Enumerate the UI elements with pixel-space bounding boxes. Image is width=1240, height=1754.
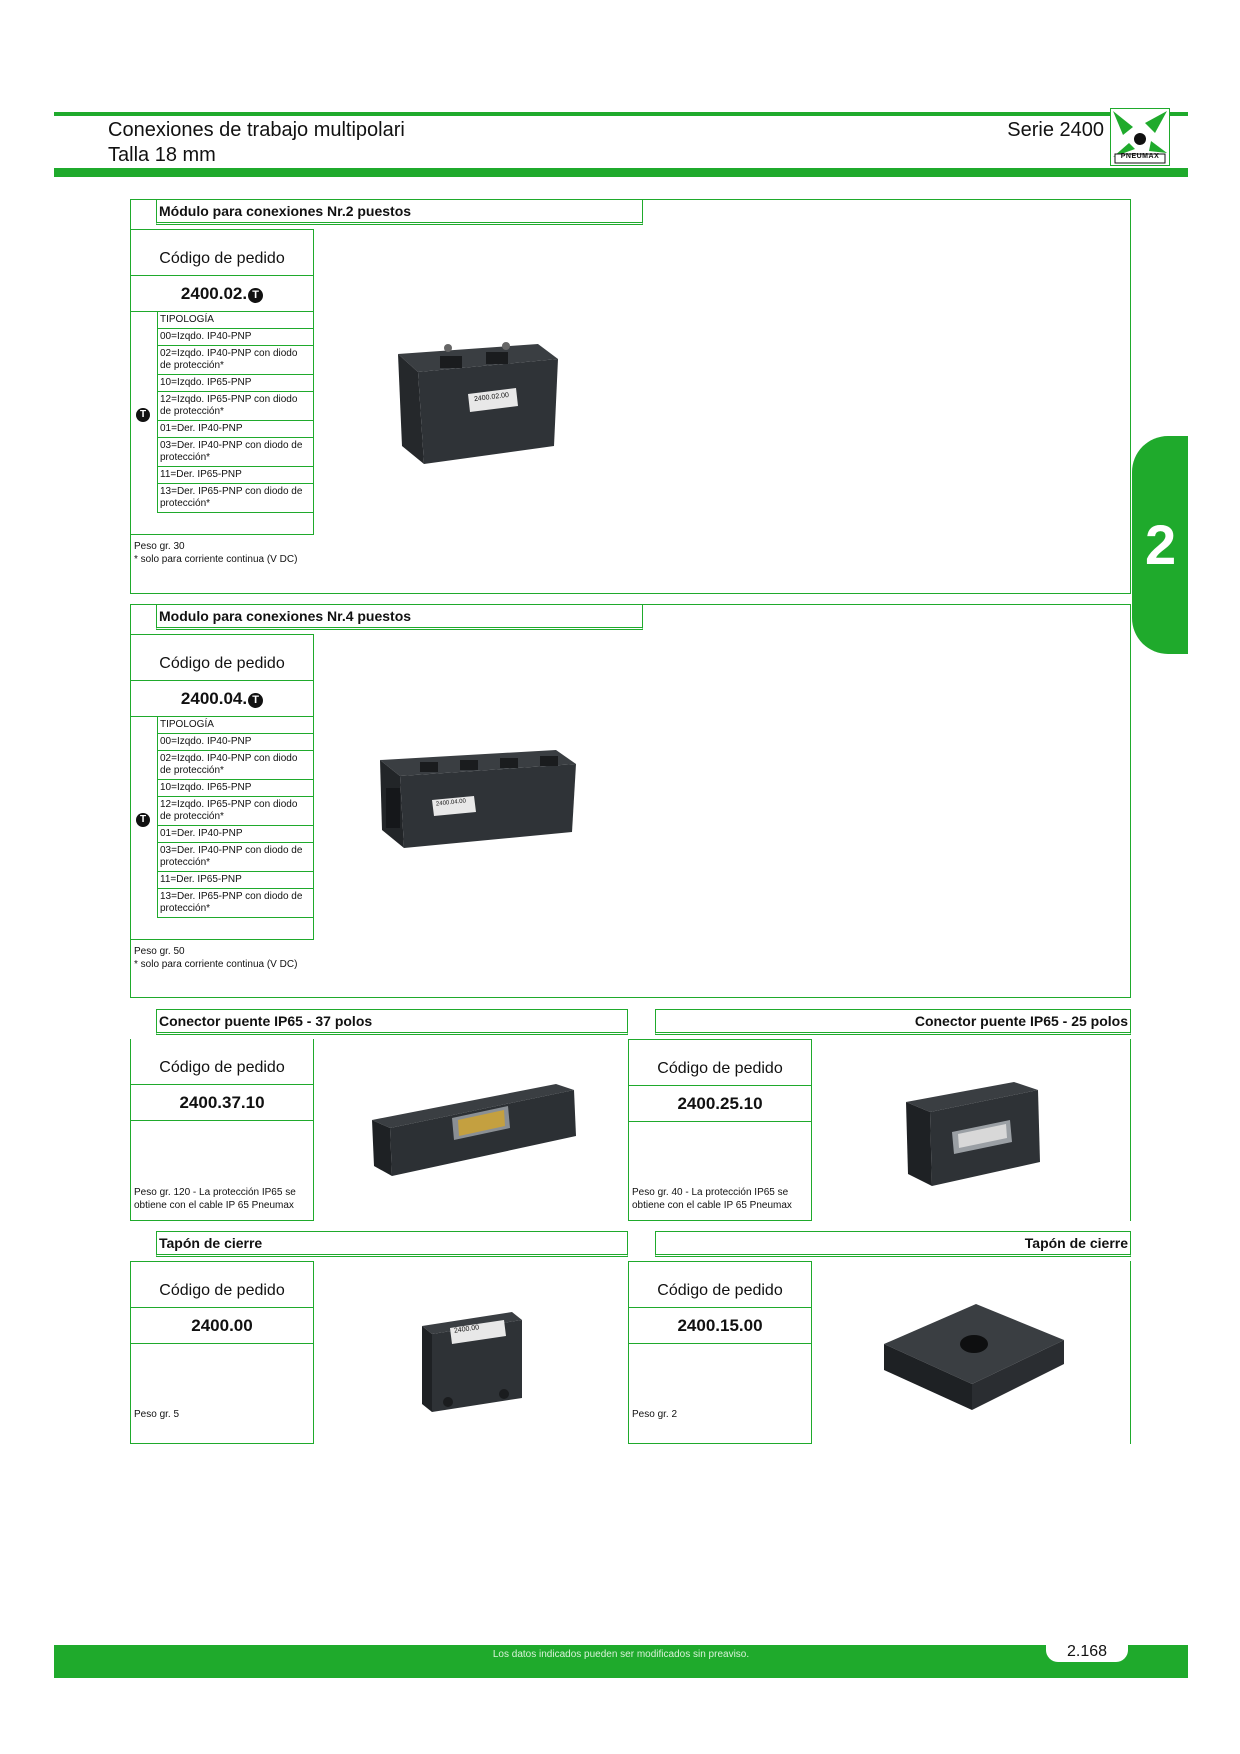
pneumax-logo: PNEUMAX: [1110, 108, 1170, 166]
t-badge-icon: T: [248, 288, 264, 303]
tipologia-header: TIPOLOGÍA: [158, 312, 313, 329]
page-subtitle: Talla 18 mm: [108, 144, 216, 166]
chapter-number: 2: [1145, 513, 1177, 576]
page-number: 2.168: [1046, 1643, 1128, 1662]
section-tap1-title: Tapón de cierre: [156, 1231, 628, 1257]
tipologia-item: 12=Izqdo. IP65-PNP con diodo de protecci…: [158, 797, 313, 826]
section-con25-right-edge: [1130, 1039, 1131, 1221]
product-image-connector-25: [902, 1080, 1052, 1195]
t-marker-icon: T: [136, 408, 150, 422]
product-image-module-4: 2400.04.00: [370, 740, 590, 865]
section-con25-title: Conector puente IP65 - 25 polos: [655, 1009, 1131, 1035]
section-con37-left-edge: [130, 1039, 131, 1221]
order-code-label: Código de pedido: [159, 1282, 285, 1299]
series-label: Serie 2400: [1007, 119, 1104, 141]
page-title: Conexiones de trabajo multipolari: [108, 119, 405, 141]
order-code: 2400.37.10: [131, 1084, 313, 1121]
footer-disclaimer: Los datos indicados pueden ser modificad…: [492, 1649, 750, 1660]
logo-text: PNEUMAX: [1120, 153, 1160, 160]
chapter-tab: [1132, 436, 1188, 654]
order-code-label: Código de pedido: [159, 655, 285, 672]
order-code: 2400.04.T: [131, 680, 313, 717]
tipologia-item: 03=Der. IP40-PNP con diodo de protección…: [158, 843, 313, 872]
weight-note: Peso gr. 30 * solo para corriente contin…: [134, 541, 298, 565]
order-code: 2400.00: [131, 1307, 313, 1344]
tipologia-table: T TIPOLOGÍA 00=Izqdo. IP40-PNP 02=Izqdo.…: [131, 717, 313, 918]
tipologia-item: 00=Izqdo. IP40-PNP: [158, 329, 313, 346]
section-con25-order: Código de pedido 2400.25.10: [628, 1039, 812, 1221]
footer-bar: Los datos indicados pueden ser modificad…: [54, 1645, 1188, 1678]
product-image-connector-37: [366, 1080, 580, 1189]
tipologia-item: 10=Izqdo. IP65-PNP: [158, 375, 313, 392]
header-bottom-rule: [54, 168, 1188, 177]
tipologia-item: 01=Der. IP40-PNP: [158, 826, 313, 843]
tipologia-item: 11=Der. IP65-PNP: [158, 467, 313, 484]
product-image-cap-2400-00: 2400.00: [418, 1306, 526, 1421]
order-code-label: Código de pedido: [159, 1059, 285, 1076]
product-image-cap-2400-15-00: [876, 1300, 1070, 1425]
order-code: 2400.02.T: [131, 275, 313, 312]
tipologia-item: 00=Izqdo. IP40-PNP: [158, 734, 313, 751]
order-code: 2400.15.00: [629, 1307, 811, 1344]
tipologia-item: 13=Der. IP65-PNP con diodo de protección…: [158, 889, 313, 918]
tipologia-header: TIPOLOGÍA: [158, 717, 313, 734]
order-code-label: Código de pedido: [159, 250, 285, 267]
section-mod4-order: Código de pedido 2400.04.T T TIPOLOGÍA 0…: [130, 634, 314, 940]
weight-note: Peso gr. 5: [134, 1409, 180, 1420]
section-mod2-order: Código de pedido 2400.02.T T TIPOLOGÍA 0…: [130, 229, 314, 535]
order-code-label: Código de pedido: [657, 1282, 783, 1299]
header-top-rule: [54, 112, 1188, 116]
tipologia-item: 03=Der. IP40-PNP con diodo de protección…: [158, 438, 313, 467]
section-tap1-order: Código de pedido 2400.00: [130, 1261, 314, 1444]
section-mod4-title: Modulo para conexiones Nr.4 puestos: [156, 604, 643, 630]
tipologia-item: 01=Der. IP40-PNP: [158, 421, 313, 438]
t-badge-icon: T: [248, 693, 264, 708]
tipologia-item: 10=Izqdo. IP65-PNP: [158, 780, 313, 797]
tipologia-item: 02=Izqdo. IP40-PNP con diodo de protecci…: [158, 751, 313, 780]
section-mod2-title: Módulo para conexiones Nr.2 puestos: [156, 199, 643, 225]
order-code: 2400.25.10: [629, 1085, 811, 1122]
tipologia-item: 11=Der. IP65-PNP: [158, 872, 313, 889]
weight-note: Peso gr. 40 - La protección IP65 se obti…: [632, 1187, 792, 1211]
tipologia-item: 12=Izqdo. IP65-PNP con diodo de protecci…: [158, 392, 313, 421]
section-tap2-order: Código de pedido 2400.15.00: [628, 1261, 812, 1444]
section-con37-title: Conector puente IP65 - 37 polos: [156, 1009, 628, 1035]
product-image-module-2: 2400.02.00: [388, 334, 568, 479]
weight-note: Peso gr. 50 * solo para corriente contin…: [134, 946, 298, 970]
section-tap2-right-edge: [1130, 1261, 1131, 1444]
order-code-label: Código de pedido: [657, 1060, 783, 1077]
tipologia-table: T TIPOLOGÍA 00=Izqdo. IP40-PNP 02=Izqdo.…: [131, 312, 313, 513]
section-tap2-title: Tapón de cierre: [655, 1231, 1131, 1257]
weight-note: Peso gr. 2: [632, 1409, 678, 1420]
tipologia-item: 02=Izqdo. IP40-PNP con diodo de protecci…: [158, 346, 313, 375]
weight-note: Peso gr. 120 - La protección IP65 se obt…: [134, 1187, 296, 1211]
tipologia-item: 13=Der. IP65-PNP con diodo de protección…: [158, 484, 313, 513]
pneumax-logo-icon: [1113, 111, 1167, 164]
t-marker-icon: T: [136, 813, 150, 827]
